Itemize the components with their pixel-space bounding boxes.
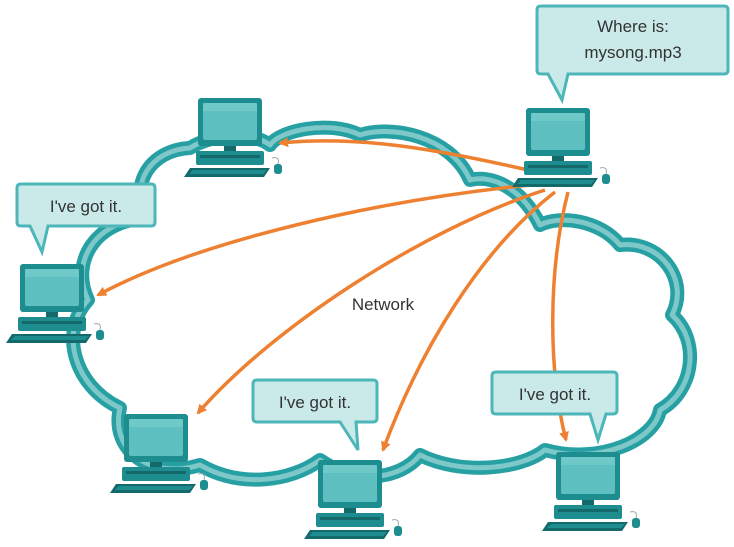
desktop-computer-icon <box>511 107 611 188</box>
query-bubble: Where is: mysong.mp3 <box>535 4 730 105</box>
arrow-to-bottom-left <box>196 188 546 415</box>
bottom-left-computer <box>109 413 209 494</box>
network-label: Network <box>352 295 415 314</box>
query-line-1: Where is: <box>597 17 669 36</box>
desktop-computer-icon <box>109 413 209 494</box>
arrow-to-left <box>96 183 531 297</box>
reply-bubble-right: I've got it. <box>490 370 619 446</box>
reply-text-right: I've got it. <box>519 385 591 404</box>
query-arrows <box>96 137 570 452</box>
reply-bubble-middle: I've got it. <box>251 378 379 451</box>
arrow-to-bottom-middle <box>381 190 557 452</box>
reply-text-left: I've got it. <box>50 197 122 216</box>
desktop-computer-icon <box>541 451 641 532</box>
reply-bubble-left: I've got it. <box>15 182 157 257</box>
requester-computer <box>511 107 611 188</box>
reply-text-middle: I've got it. <box>279 393 351 412</box>
bottom-right-computer <box>541 451 641 532</box>
arrow-to-top-left <box>278 137 529 172</box>
query-line-2: mysong.mp3 <box>584 43 681 62</box>
